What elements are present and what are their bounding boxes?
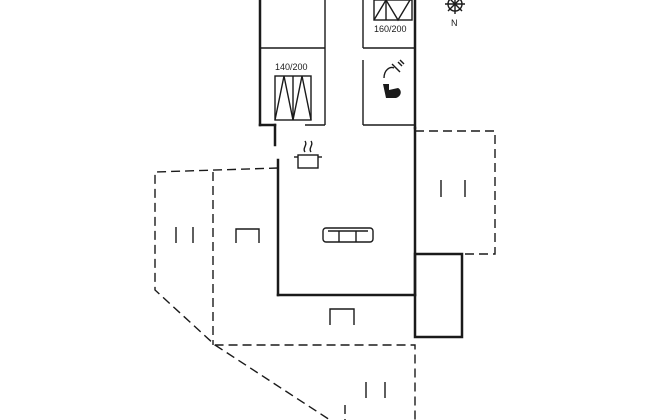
garden-bench-icon [175, 227, 194, 243]
bed-160-200 [373, 0, 413, 22]
bed-140-200 [274, 75, 312, 121]
cooking-pot-icon [294, 140, 322, 169]
house-walls [258, 0, 464, 339]
compass-rose-icon [445, 0, 465, 14]
garden-table-icon-2 [329, 308, 355, 325]
sofa-icon [322, 227, 374, 243]
toilet-icon [383, 84, 401, 98]
compass-north-label: N [451, 18, 458, 28]
garden-table-icon [235, 228, 260, 243]
interior-partitions [260, 0, 415, 126]
garden-chair-icon [440, 180, 466, 197]
shower-head-icon [383, 59, 405, 79]
bed-label-160-200: 160/200 [374, 24, 407, 34]
garden-bench-icon-2 [365, 382, 386, 398]
terrace-outlines [154, 130, 496, 420]
bed-label-140-200: 140/200 [275, 62, 308, 72]
